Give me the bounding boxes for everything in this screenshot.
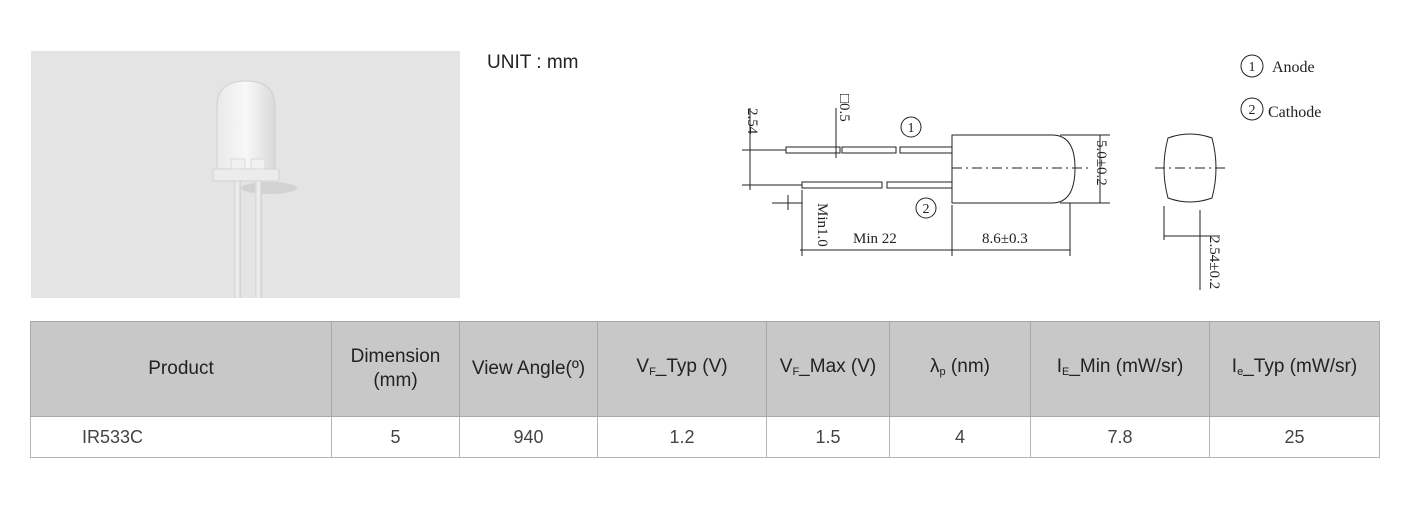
cell-vf-typ: 1.2 <box>597 416 767 458</box>
dim-body-dia: 5.0±0.2 <box>1093 140 1109 186</box>
header-view-angle: View Angle(º) <box>459 321 598 417</box>
pin2-label: 2 <box>923 202 930 217</box>
cell-view-angle: 940 <box>459 416 598 458</box>
spec-table: Product Dimension (mm) View Angle(º) VF_… <box>30 321 1380 458</box>
header-dimension-line1: Dimension <box>350 346 441 367</box>
cell-lambda-p: 4 <box>889 416 1031 458</box>
legend-num-1: 1 <box>1249 60 1256 75</box>
led-image <box>212 80 297 298</box>
header-dimension: Dimension (mm) <box>331 321 460 417</box>
legend-anode: Anode <box>1272 59 1315 76</box>
header-lambda-p: λp (nm) <box>889 321 1031 417</box>
unit-label: UNIT : mm <box>487 52 579 73</box>
cell-dimension: 5 <box>331 416 460 458</box>
dim-min-lead: Min1.0 <box>814 203 830 247</box>
dimension-drawing: 1 2 1 2 Anode Cathode Min 22 8.6±0.3 2.5… <box>742 54 1321 290</box>
cell-ie-min: 7.8 <box>1030 416 1210 458</box>
product-photo <box>31 51 460 298</box>
header-ie-typ: Ie_Typ (mW/sr) <box>1209 321 1380 417</box>
table-row: IR533C 5 940 1.2 1.5 4 7.8 25 <box>30 416 1380 458</box>
header-product: Product <box>30 321 332 417</box>
dim-lead: □0.5 <box>836 94 852 122</box>
dim-pitch: 2.54 <box>744 108 760 135</box>
table-header-row: Product Dimension (mm) View Angle(º) VF_… <box>30 321 1380 417</box>
header-vf-typ: VF_Typ (V) <box>597 321 767 417</box>
dim-body-length: 8.6±0.3 <box>982 231 1028 247</box>
dim-side-pitch: 2.54±0.2 <box>1206 236 1222 289</box>
header-vf-max: VF_Max (V) <box>766 321 890 417</box>
legend-cathode: Cathode <box>1268 104 1321 121</box>
header-dimension-line2: (mm) <box>373 370 418 391</box>
header-ie-min: IE_Min (mW/sr) <box>1030 321 1210 417</box>
pin1-label: 1 <box>908 121 915 136</box>
cell-ie-typ: 25 <box>1209 416 1380 458</box>
cell-vf-max: 1.5 <box>766 416 890 458</box>
cell-product: IR533C <box>30 416 332 458</box>
legend-num-2: 2 <box>1249 103 1256 118</box>
dim-min-length: Min 22 <box>853 231 897 247</box>
